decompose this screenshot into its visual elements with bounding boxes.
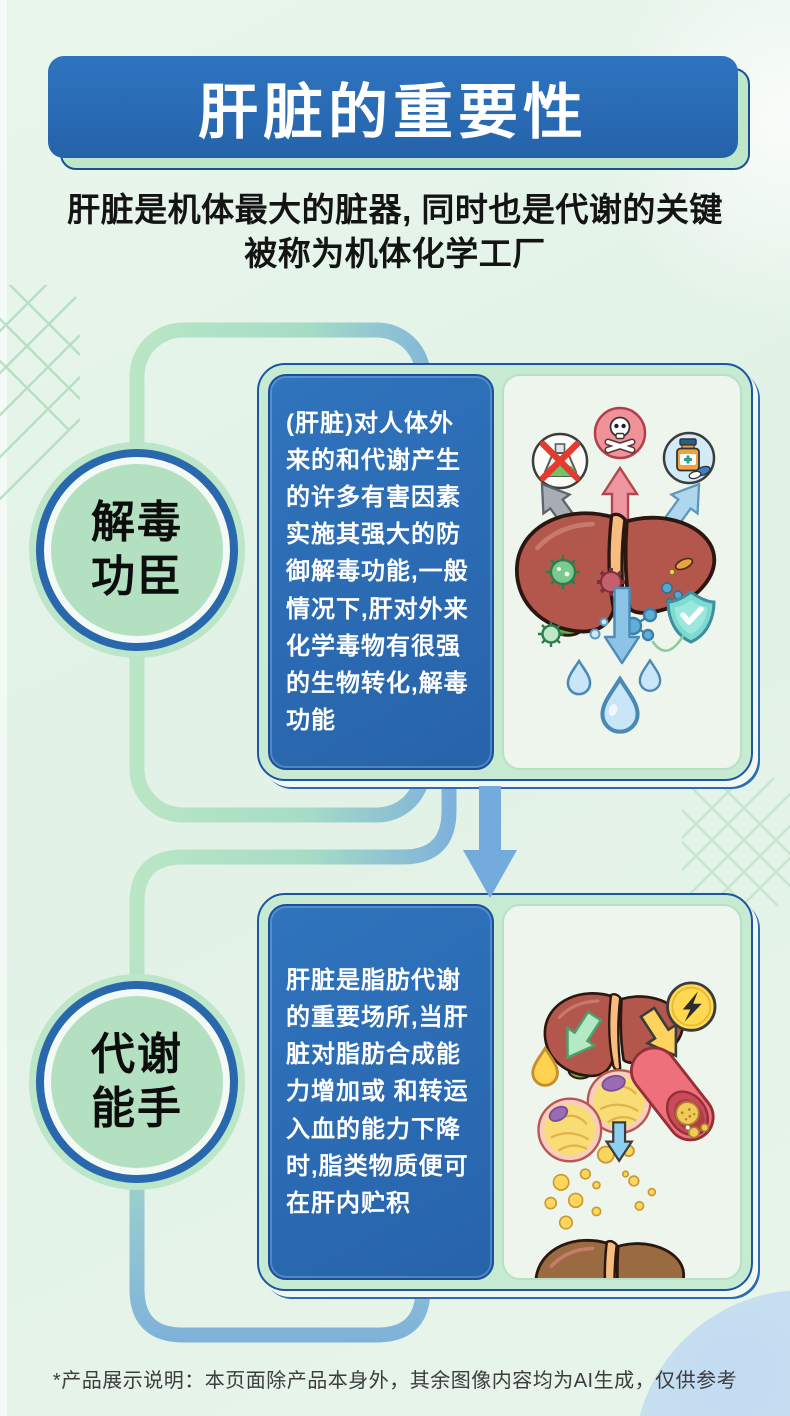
panel-metabolism: 肝脏是脂肪代谢的重要场所,当肝脏对脂肪合成能力增加或 和转运入血的能力下降时,脂… [257,893,753,1291]
medicine-bottle-icon [662,431,716,485]
subtitle-line-1: 肝脏是机体最大的脏器, 同时也是代谢的关键 [67,191,723,228]
germ-gear-icon [597,568,625,596]
subtitle: 肝脏是机体最大的脏器, 同时也是代谢的关键 被称为机体化学工厂 [0,188,790,275]
lattice-pattern-right [682,778,790,910]
panel-detox: (肝脏)对人体外来的和代谢产生的许多有害因素实施其强大的防御解毒功能,一般情况下… [257,363,753,781]
connector-ring-2-top [129,765,457,975]
energy-lightning-icon [666,981,717,1032]
badge-metabolism-line1: 代谢 [91,1030,183,1080]
subtitle-line-2: 被称为机体化学工厂 [244,234,546,272]
panel-detox-body: (肝脏)对人体外来的和代谢产生的许多有害因素实施其强大的防御解毒功能,一般情况下… [286,409,469,735]
pill-on-liver-icon [674,557,694,571]
blood-vessel-icon [629,1046,715,1142]
badge-metabolism: 代谢 能手 [44,989,230,1175]
fatty-liver-illustration [534,1168,686,1278]
shield-check-icon [666,590,716,644]
title-banner: 肝脏的重要性 [48,56,738,158]
lattice-pattern-left [0,285,80,500]
water-drops-icon [566,659,662,731]
panel-detox-textbox: (肝脏)对人体外来的和代谢产生的许多有害因素实施其强大的防御解毒功能,一般情况下… [268,374,494,770]
badge-detox-line2: 功臣 [91,552,183,601]
badge-detox-line1: 解毒 [91,498,183,548]
badge-metabolism-line2: 能手 [91,1084,183,1133]
poison-skull-icon [593,406,647,460]
connector-ring-2-bottom [129,955,431,1343]
panel-detox-illustration [502,374,742,770]
liver-with-toxins-illustration [517,513,714,647]
page-title: 肝脏的重要性 [198,78,588,146]
badge-detox: 解毒 功臣 [44,457,230,643]
virus-icon [538,555,580,647]
panel-metabolism-textbox: 肝脏是脂肪代谢的重要场所,当肝脏对脂肪合成能力增加或 和转运入血的能力下降时,脂… [268,904,494,1280]
panel-metabolism-illustration [502,904,742,1280]
footer-disclaimer: *产品展示说明：本页面除产品本身外，其余图像内容均为AI生成，仅供参考 [52,1370,738,1392]
down-arrow-icon [603,586,641,665]
panel-metabolism-body: 肝脏是脂肪代谢的重要场所,当肝脏对脂肪合成能力增加或 和转运入血的能力下降时,脂… [286,966,469,1217]
no-chemicals-icon [531,432,589,490]
left-edge-highlight [0,0,7,1416]
fat-cells-icon [537,1068,652,1164]
